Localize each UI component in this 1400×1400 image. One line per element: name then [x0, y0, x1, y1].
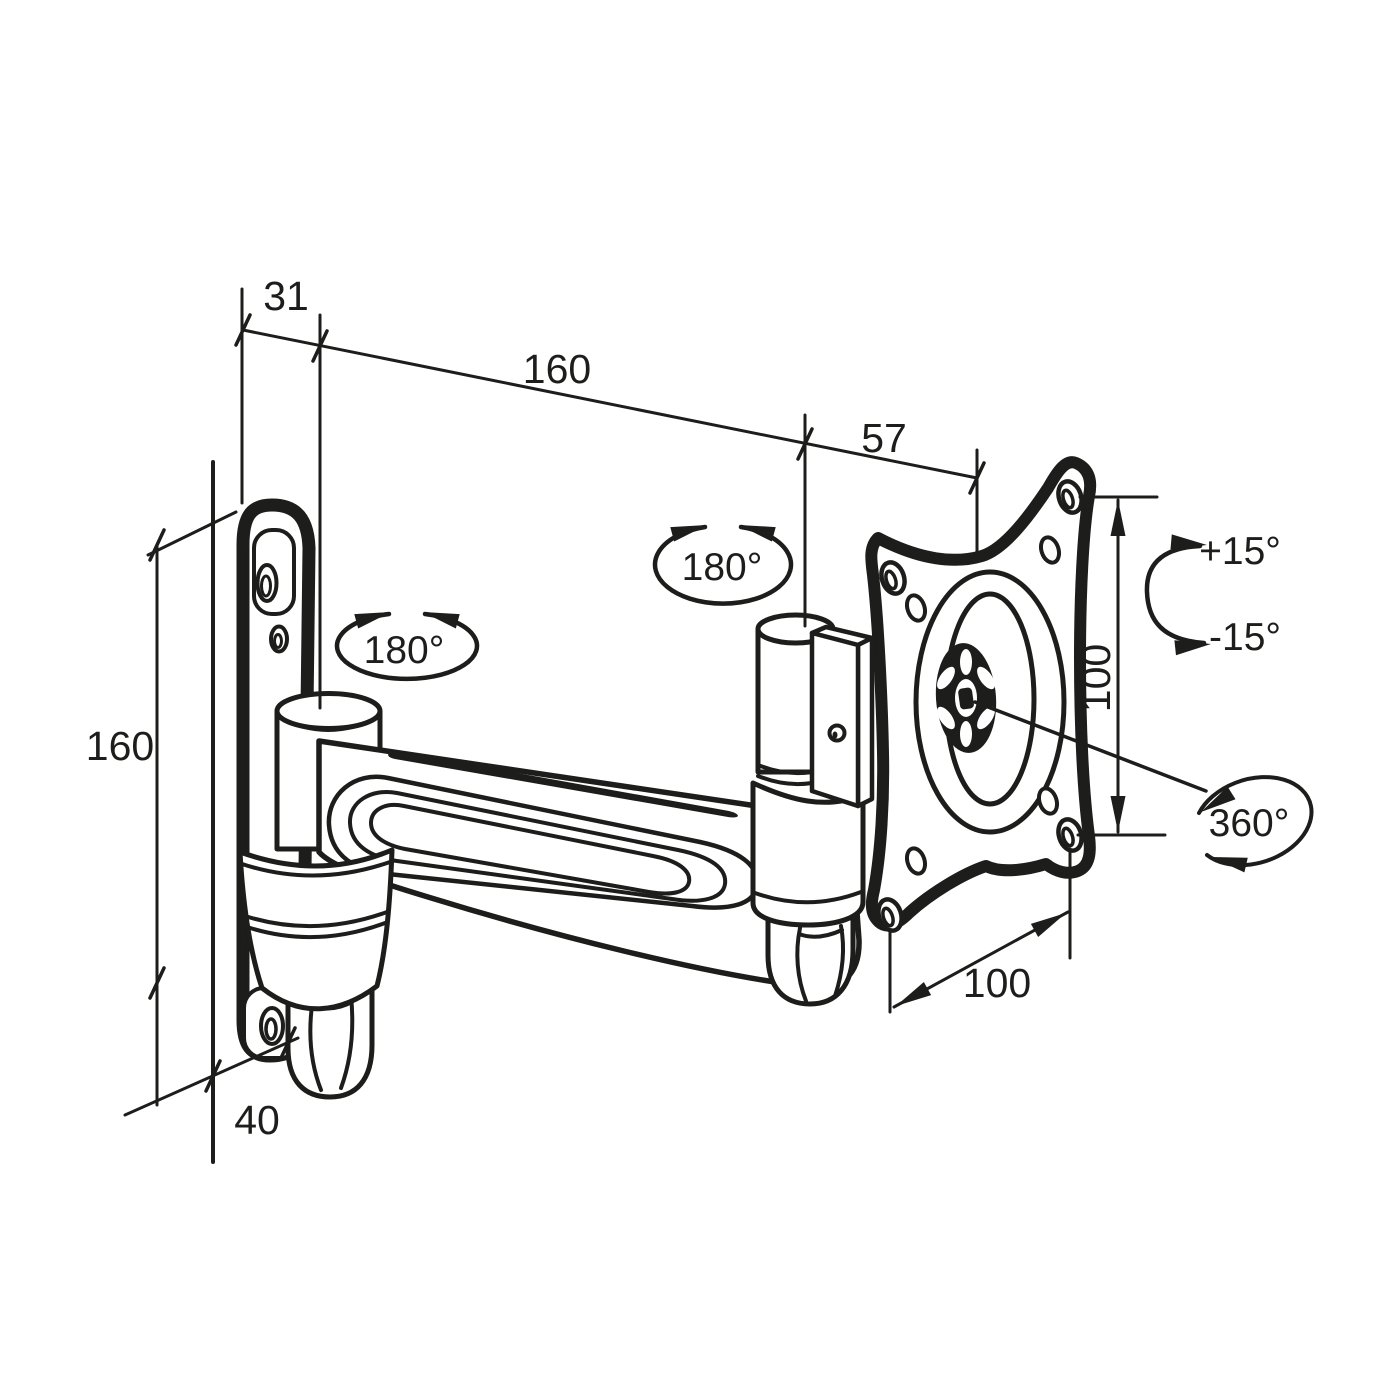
rotation-arrow-icon	[737, 517, 776, 542]
dimension-plate-height: 160	[86, 510, 238, 1107]
vesa-clamp-bracket	[809, 624, 875, 809]
dimension-chain-top: 31 160 57	[234, 273, 986, 710]
vesa-corner-holes	[876, 479, 1084, 933]
dim-label-160-top: 160	[523, 346, 591, 392]
rotation-annotation-360: 360°	[973, 700, 1314, 873]
leader-line	[973, 700, 1208, 793]
first-joint-foot	[285, 987, 375, 1100]
rot-label-360: 360°	[1209, 802, 1290, 845]
dimension-vesa-horizontal: 100	[888, 847, 1072, 1014]
rotation-arrow-icon	[670, 517, 709, 542]
dim-label-31: 31	[263, 273, 309, 319]
dimension-plate-depth: 40	[123, 1026, 300, 1143]
tilt-annotation: +15° -15°	[1144, 530, 1281, 659]
tilt-label-up: +15°	[1199, 530, 1281, 573]
dim-label-160-left: 160	[86, 723, 154, 769]
dim-label-100-vertical: 100	[1073, 644, 1119, 712]
second-joint-foot	[765, 915, 856, 1007]
first-joint-housing	[237, 847, 395, 1012]
dim-label-100-bottom: 100	[963, 960, 1031, 1006]
arm-cutout-inner	[369, 803, 692, 896]
tilt-label-down: -15°	[1209, 616, 1281, 659]
dim-label-40: 40	[234, 1097, 280, 1143]
arm-top-slot-edge	[388, 751, 738, 818]
rotation-arrow-icon	[421, 604, 460, 629]
swivel-annotation-first: 180°	[334, 604, 480, 682]
arm-cutout-mid	[347, 790, 728, 903]
vesa-hub-knob	[935, 643, 997, 753]
swivel-annotation-second: 180°	[652, 517, 794, 606]
rot-label-180-second: 180°	[682, 546, 763, 589]
dimension-vesa-vertical: 100	[1073, 495, 1167, 837]
rotation-arrow-icon	[354, 604, 393, 629]
second-joint-lower-cylinder	[750, 780, 866, 928]
rot-label-180-first: 180°	[364, 629, 445, 672]
vesa-plate	[865, 456, 1097, 933]
swivel-arm	[316, 738, 862, 991]
dim-label-57: 57	[861, 415, 907, 461]
vesa-inner-holes	[904, 535, 1062, 876]
